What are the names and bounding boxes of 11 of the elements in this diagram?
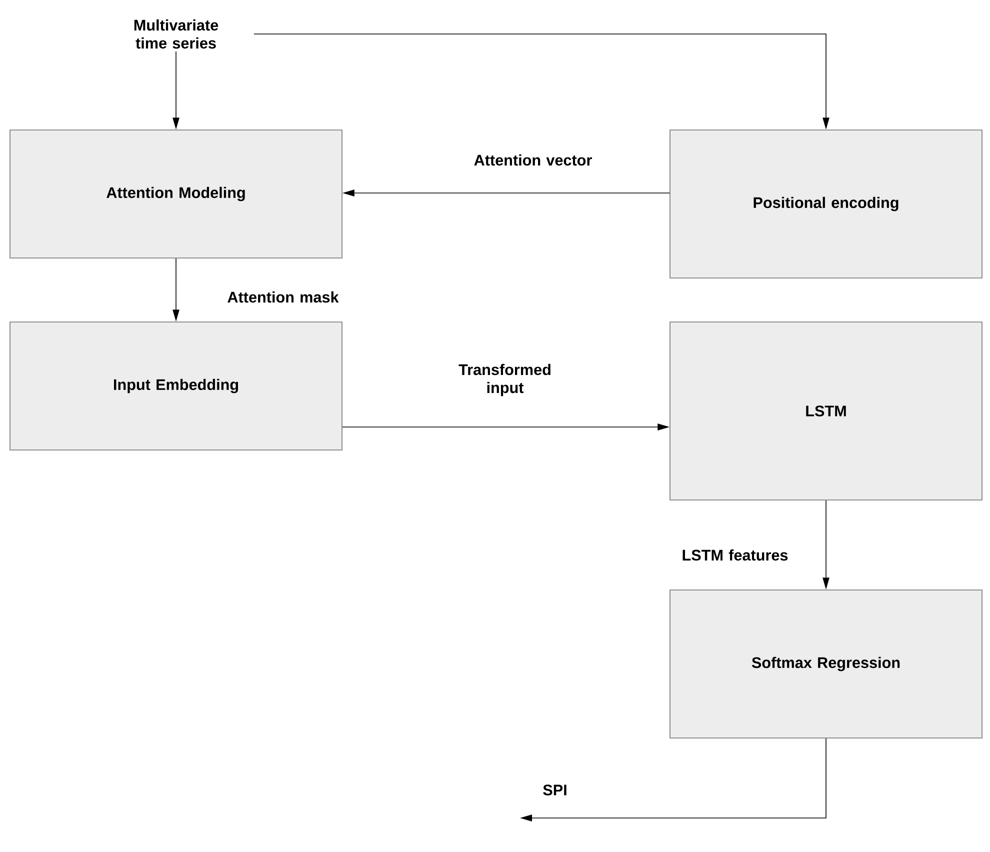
process-box: LSTM xyxy=(670,322,982,500)
edge-label: SPI xyxy=(543,784,566,796)
process-box: Softmax Regression xyxy=(670,590,982,738)
edge-label: Transformed input xyxy=(458,364,550,396)
process-box: Positional encoding xyxy=(670,130,982,278)
edge-label: Attention mask xyxy=(228,291,339,303)
edge-label: Attention vector xyxy=(474,154,592,166)
process-box: Attention Modeling xyxy=(10,130,342,258)
process-box: Input Embedding xyxy=(10,322,342,450)
input-label: Multivariate time series xyxy=(134,19,218,49)
edge-label: LSTM features xyxy=(682,549,788,561)
